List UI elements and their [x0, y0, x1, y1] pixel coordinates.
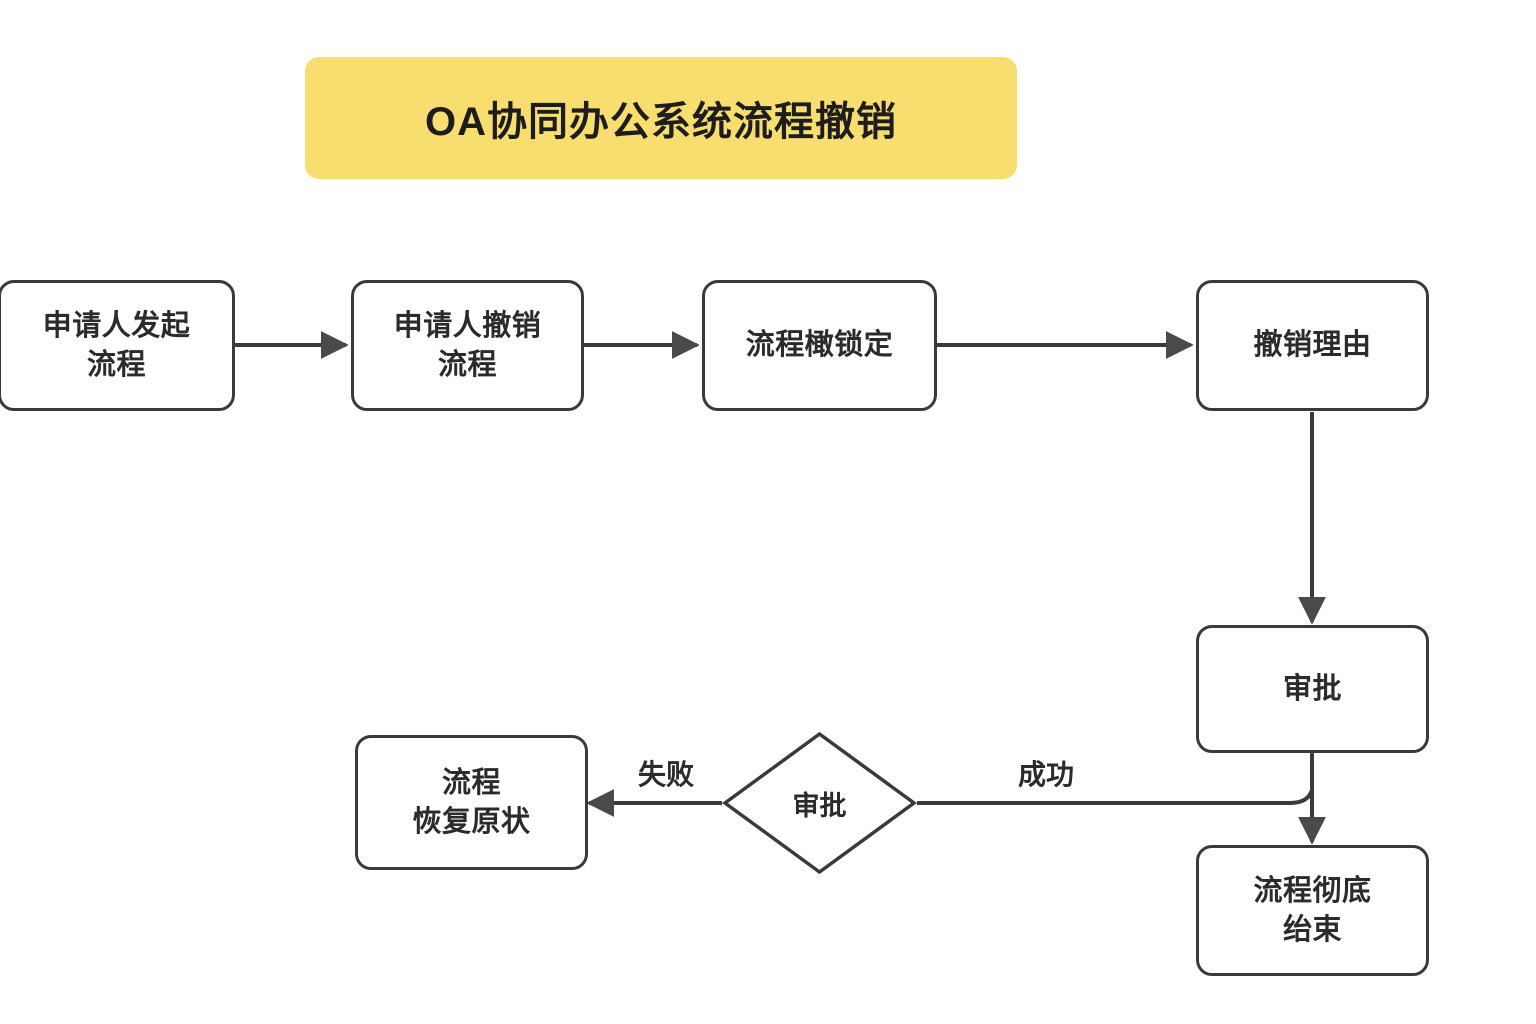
- decision-label: 审批: [792, 790, 847, 821]
- node-start[interactable]: 申请人发起 流程: [0, 280, 235, 411]
- node-process-locked[interactable]: 流程橄锁定: [702, 280, 937, 411]
- title-banner: OA协同办公系统流程撤销: [305, 57, 1017, 179]
- page-title: OA协同办公系统流程撤销: [425, 100, 897, 144]
- node-approval[interactable]: 审批: [1196, 625, 1429, 753]
- node-process-fully-ended[interactable]: 流程彻底 绐束: [1196, 845, 1429, 976]
- node-restore-original-state[interactable]: 流程 恢复原状: [355, 735, 588, 870]
- node-approval-decision[interactable]: 审批: [722, 731, 917, 875]
- diamond-shape: [722, 731, 917, 875]
- edge-decision-success-to-end: [917, 789, 1314, 805]
- node-cancel-reason[interactable]: 撤销理由: [1196, 280, 1429, 411]
- edge-label-fail: 失败: [638, 759, 695, 790]
- edge-label-success: 成功: [1018, 759, 1075, 790]
- node-applicant-cancel[interactable]: 申请人撤销 流程: [351, 280, 584, 411]
